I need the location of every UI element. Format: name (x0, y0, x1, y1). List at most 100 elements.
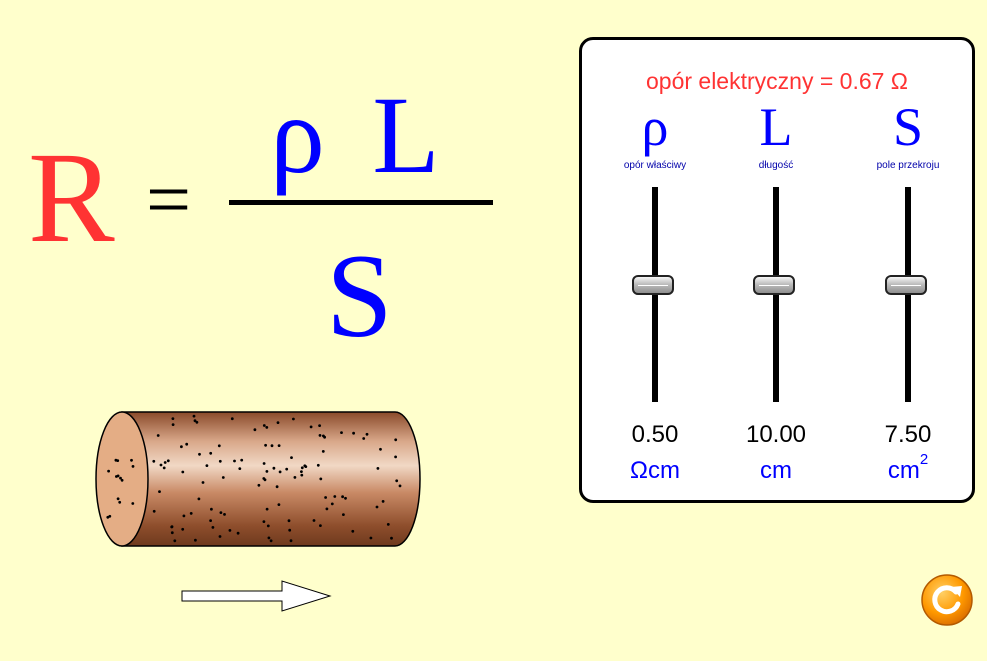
resistivity-slider-handle[interactable] (632, 274, 674, 295)
resistivity-unit: Ωcm (630, 457, 680, 484)
charge-dot (376, 467, 380, 470)
charge-dot (253, 428, 257, 432)
charge-dot (233, 459, 236, 463)
charge-dot (293, 476, 297, 479)
formula-numerator: ρ L (270, 74, 450, 196)
charge-dot (288, 528, 292, 532)
charge-dot (289, 539, 293, 543)
charge-dot (319, 477, 323, 481)
reset-button[interactable] (920, 573, 974, 627)
charge-dot (272, 466, 276, 470)
charge-dot (181, 527, 185, 531)
charge-dot (386, 523, 390, 526)
charge-dot (381, 500, 385, 503)
charge-dot (194, 538, 197, 542)
charge-dot (342, 513, 345, 516)
charge-dot (270, 444, 274, 448)
charge-dot (277, 503, 281, 506)
cross-section-value: 7.50 (884, 421, 932, 448)
control-panel: opór elektryczny = 0.67 Ω ρ opór właściw… (579, 37, 975, 503)
charge-dot (115, 475, 118, 478)
charge-dot (218, 535, 222, 538)
charge-dot (107, 469, 110, 473)
resistance-readout: opór elektryczny = 0.67 Ω (645, 68, 909, 94)
length-caption: długość (758, 160, 794, 171)
charge-dot (390, 536, 393, 540)
charge-dot (181, 470, 185, 474)
charge-dot (351, 529, 355, 533)
cross-section-slider-track[interactable] (905, 187, 911, 402)
charge-dot (300, 473, 304, 477)
charge-dot (394, 438, 398, 442)
charge-dot (276, 421, 280, 424)
charge-dot (352, 431, 355, 435)
charge-dot (257, 483, 261, 487)
charge-dot (267, 536, 271, 540)
right-arrow-icon (181, 580, 332, 612)
charge-dot (362, 437, 366, 440)
charge-dot (192, 414, 196, 418)
charge-dot (330, 502, 334, 506)
charge-dot (198, 452, 201, 456)
cross-section-symbol: S (892, 97, 924, 157)
charge-dot (171, 417, 175, 420)
cross-section-slider-handle[interactable] (885, 274, 927, 295)
charge-dot (197, 497, 201, 501)
formula-denominator: S (326, 229, 393, 362)
length-slider-handle[interactable] (753, 274, 795, 295)
charge-dot (325, 507, 329, 511)
charge-dot (344, 496, 347, 500)
charge-dot (236, 531, 240, 535)
length-control: L długość 10.00 cm (716, 40, 836, 500)
charge-dot (209, 451, 213, 455)
charge-dot (265, 426, 269, 429)
length-slider-track[interactable] (773, 187, 779, 402)
charge-dot (318, 424, 321, 427)
resistivity-control: ρ opór właściwy 0.50 Ωcm (595, 40, 715, 500)
charge-dot (189, 512, 193, 515)
charge-dot (119, 476, 122, 480)
charge-dot (170, 531, 174, 535)
charge-dot (394, 455, 397, 459)
charge-dot (300, 470, 303, 473)
charge-dot (375, 505, 379, 509)
charge-dot (266, 524, 270, 528)
charge-dot (152, 509, 156, 513)
charge-dot (333, 495, 337, 498)
charge-dot (318, 434, 322, 437)
charge-dot (262, 520, 266, 523)
charge-dot (217, 444, 221, 448)
charge-dot (195, 420, 199, 424)
charge-dot (159, 463, 163, 467)
charge-dot (182, 514, 186, 518)
charge-dot (158, 490, 161, 493)
cross-section-caption: pole przekroju (876, 160, 940, 171)
cross-section-unit: cm2 (887, 451, 929, 484)
charge-dot (205, 464, 209, 467)
formula-equals-sign: = (146, 156, 192, 244)
charge-dot (262, 462, 266, 465)
charge-dot (309, 425, 313, 429)
refresh-icon (932, 585, 962, 615)
charge-dot (319, 524, 322, 527)
charge-dot (240, 458, 244, 462)
charge-dot (265, 470, 269, 473)
charge-dot (369, 536, 373, 540)
charge-dot (163, 461, 167, 464)
charge-dot (341, 495, 344, 499)
charge-dot (321, 450, 325, 453)
resistivity-caption: opór właściwy (623, 160, 687, 171)
charge-dot (300, 466, 304, 470)
resistivity-slider-track[interactable] (652, 187, 658, 402)
charge-dot (162, 466, 166, 470)
charge-dot (265, 507, 269, 511)
length-unit: cm (760, 457, 792, 484)
charge-dot (292, 417, 295, 421)
charge-dot (262, 477, 266, 480)
charge-dot (131, 502, 135, 505)
charge-dot (323, 435, 326, 439)
charge-dot (287, 519, 291, 523)
length-value: 10.00 (745, 421, 807, 448)
charge-dot (116, 459, 120, 462)
charge-dot (210, 507, 213, 511)
